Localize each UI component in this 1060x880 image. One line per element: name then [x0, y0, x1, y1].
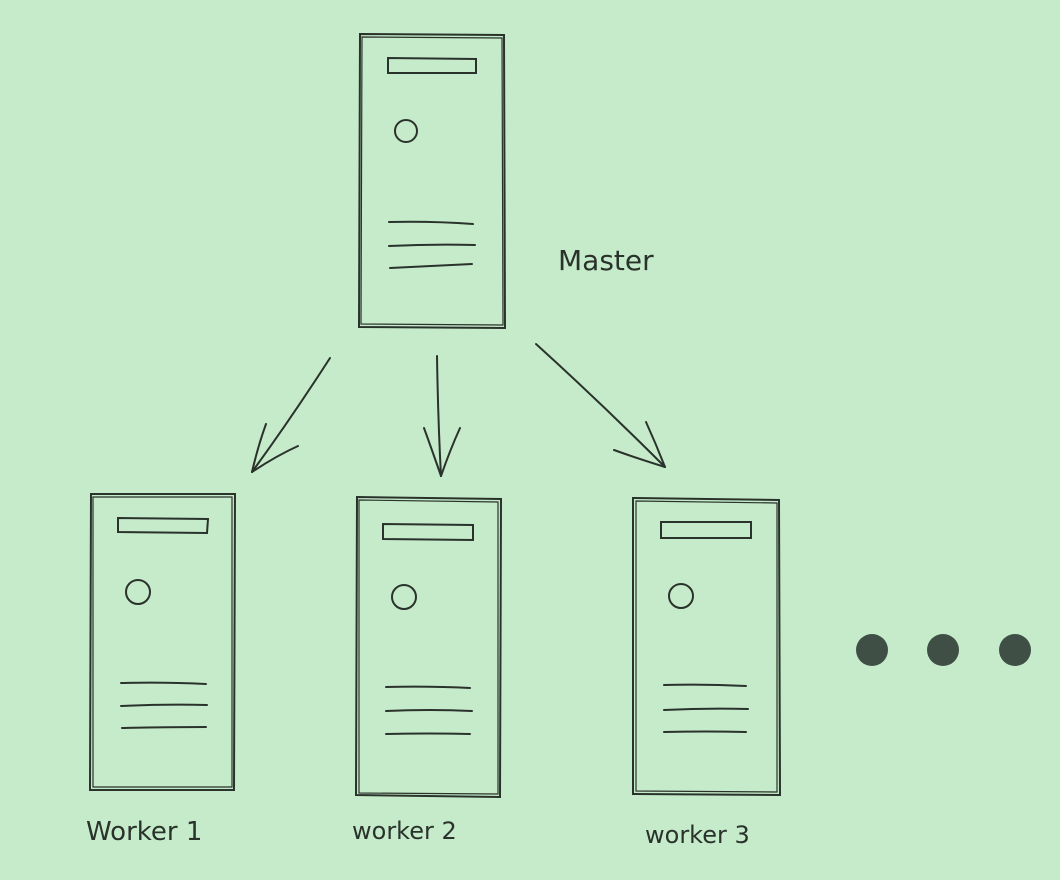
arrow-to-worker-3 [535, 343, 666, 468]
worker-1-server-icon [88, 493, 237, 791]
master-server-icon [357, 32, 507, 330]
arrow-to-worker-1 [251, 357, 331, 473]
worker-1-label: Worker 1 [86, 817, 202, 847]
arrow-to-worker-2 [423, 355, 461, 477]
worker-3-label: worker 3 [645, 821, 750, 849]
ellipsis-icon [856, 634, 1031, 666]
worker-2-server-icon [354, 495, 503, 799]
worker-2-label: worker 2 [352, 817, 457, 845]
worker-3-server-icon [632, 496, 782, 797]
master-label: Master [558, 244, 654, 277]
